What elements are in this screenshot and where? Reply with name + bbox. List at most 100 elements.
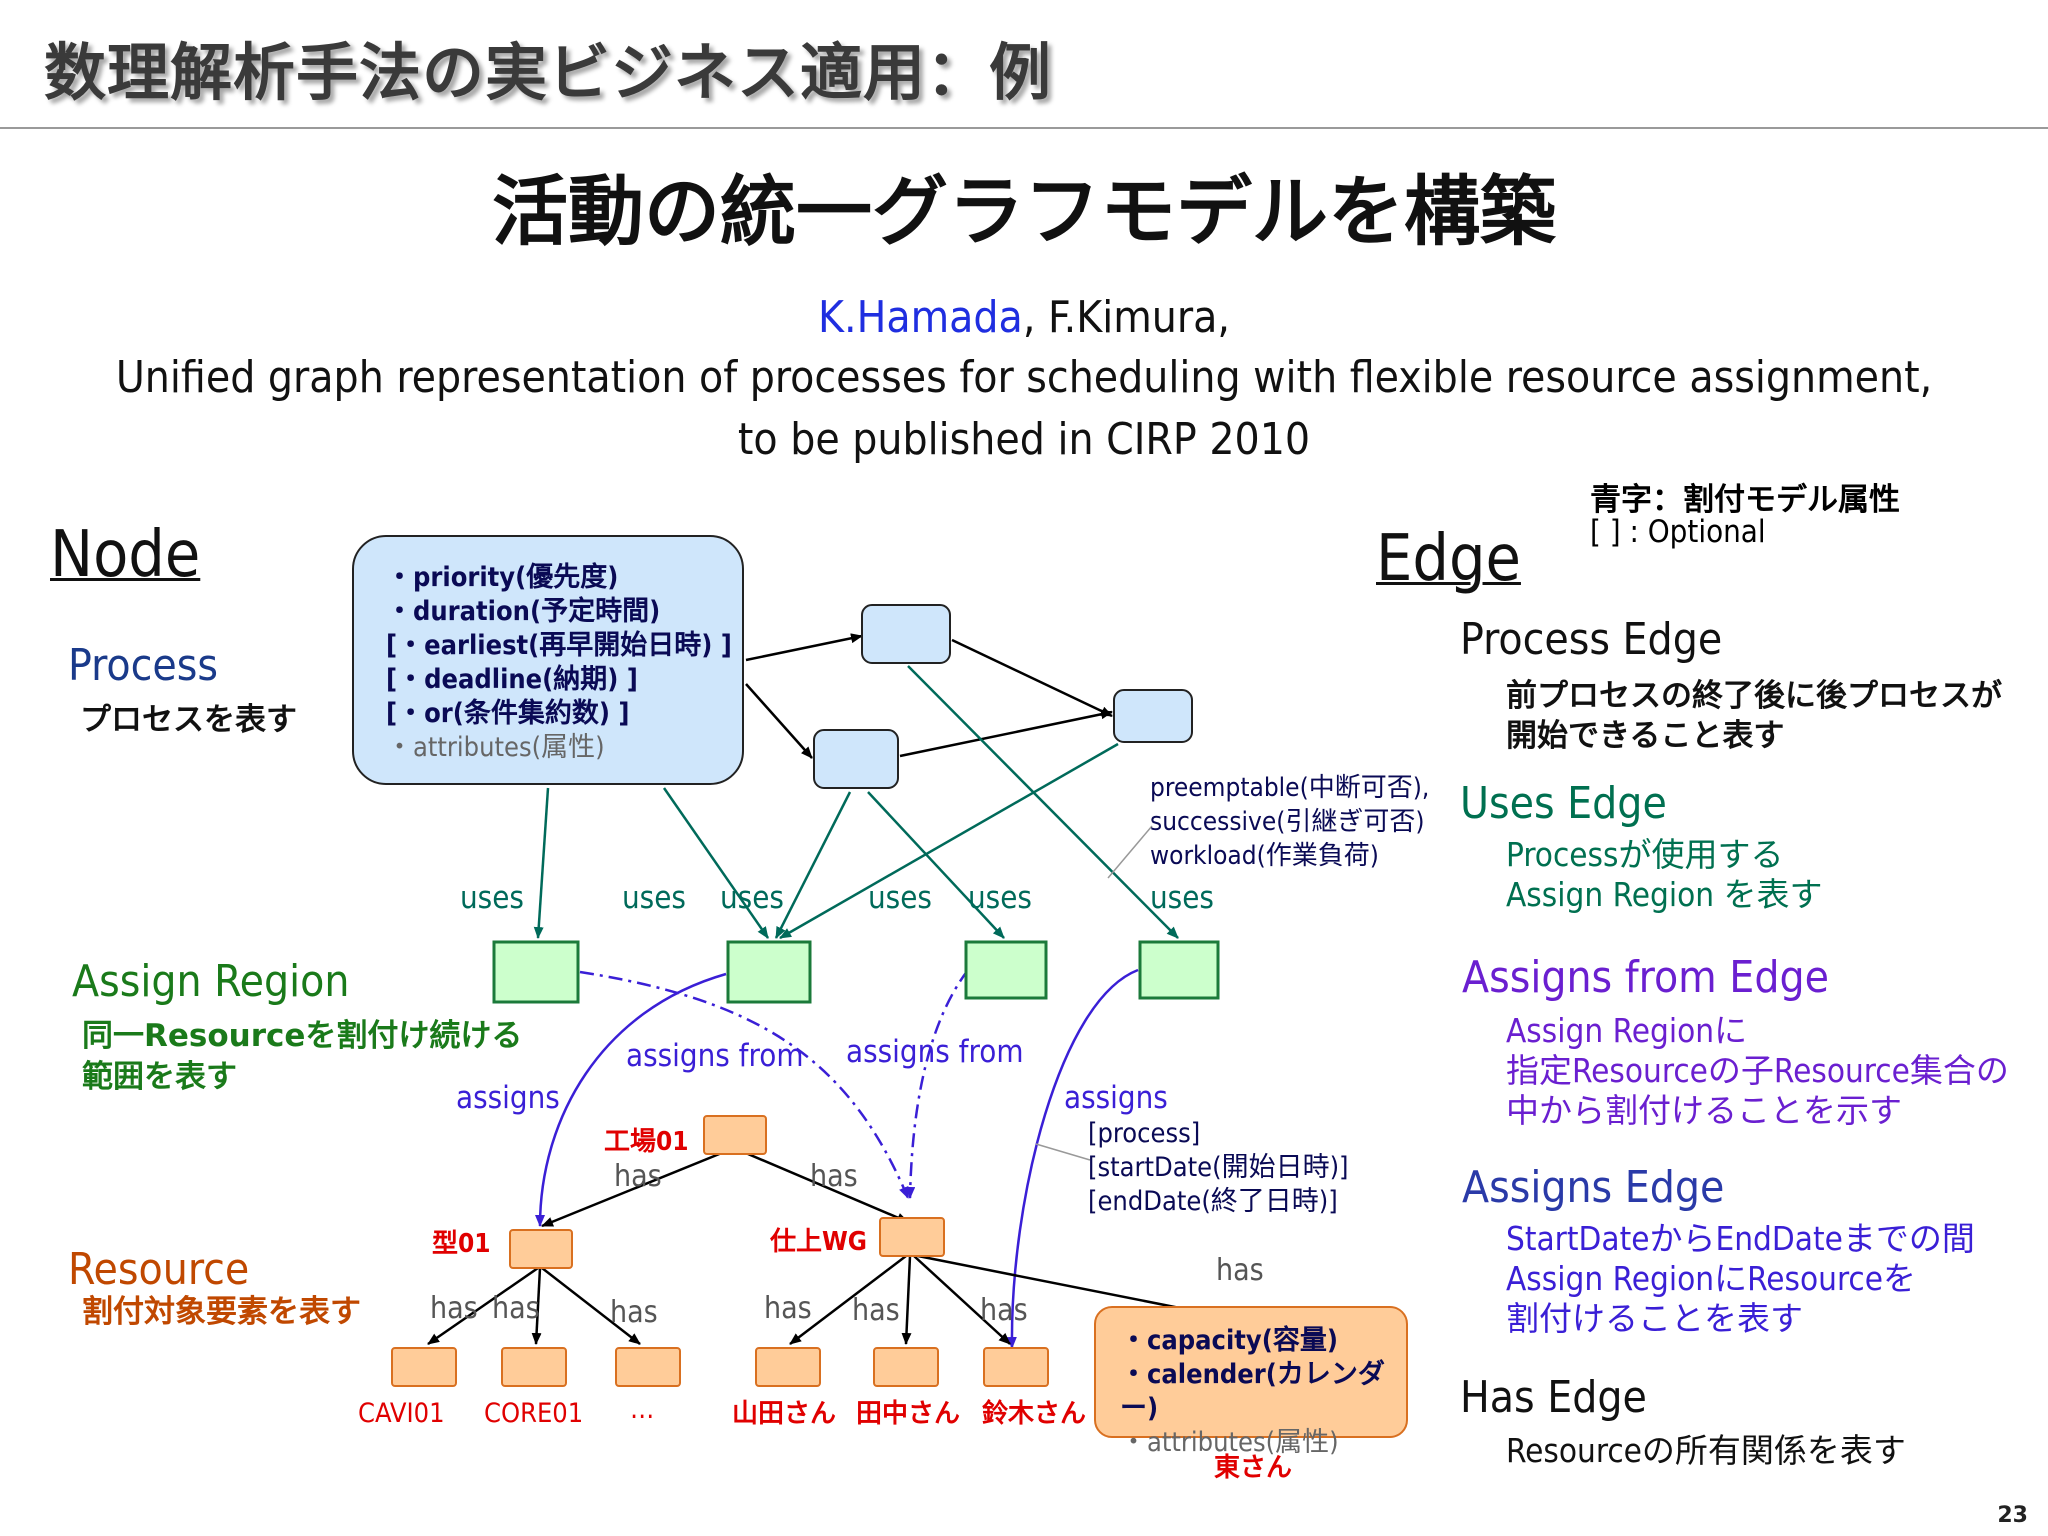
uses-edge: [907, 665, 1179, 939]
resource-label-finish-wg: 仕上WG: [769, 1227, 867, 1257]
resource-attr-attributes: ・attributes(属性): [1120, 1427, 1339, 1458]
author-rest: , F.Kimura,: [1022, 292, 1230, 343]
uses-attr-3: workload(作業負荷): [1150, 841, 1379, 871]
has-edge-title: Has Edge: [1460, 1372, 1647, 1423]
uses-label: uses: [1150, 880, 1214, 916]
page-number: 23: [1997, 1503, 2028, 1528]
resource-attr-capacity: ・capacity(容量): [1120, 1325, 1338, 1356]
has-edge: [789, 1255, 907, 1345]
assigns-edge: [535, 972, 727, 1227]
process-attr-priority: ・priority(優先度): [386, 562, 619, 593]
legend-blue-text: 青字：割付モデル属性: [1590, 482, 1900, 518]
has-edge: [913, 1255, 1011, 1345]
title-divider: [0, 127, 2048, 129]
has-label: has: [614, 1159, 662, 1194]
assigns-edge: [1006, 968, 1139, 1349]
resource-node-cavi: [391, 1347, 457, 1387]
has-edge: [427, 1266, 539, 1346]
legend-optional: [ ] : Optional: [1590, 514, 1766, 550]
uses-edge-title: Uses Edge: [1460, 778, 1667, 829]
uses-edge-desc-2: Assign Region を表す: [1506, 875, 1823, 914]
process-attr-earliest: [・earliest(再早開始日時) ]: [386, 630, 732, 661]
assign-region-node: [726, 940, 812, 1004]
process-title: Process: [68, 640, 218, 691]
has-edge: [733, 1146, 909, 1224]
process-attributes-box: ・priority(優先度) ・duration(予定時間) [・earlies…: [352, 535, 744, 785]
assigns-edge-desc-2: Assign RegionにResourceを: [1506, 1259, 1917, 1298]
uses-edge-desc-1: Processが使用する: [1506, 835, 1784, 874]
resource-attr-calender: ・calender(カレンダー): [1120, 1359, 1385, 1424]
assigns-edge-desc-3: 割付けることを表す: [1506, 1299, 1803, 1338]
assigns-from-edge-desc-1: Assign Regionに: [1506, 1011, 1748, 1050]
citation-authors: K.Hamada, F.Kimura,: [0, 292, 2048, 343]
assigns-from-edge-title: Assigns from Edge: [1462, 952, 1829, 1003]
assigns-attr-3: [endDate(終了日時)]: [1088, 1186, 1338, 1217]
has-label: has: [810, 1159, 858, 1194]
uses-edge: [662, 787, 770, 939]
assigns-from-label: assigns from: [626, 1038, 804, 1074]
resource-node-other: [615, 1347, 681, 1387]
assign-region-node: [492, 940, 580, 1004]
process-attr-duration: ・duration(予定時間): [386, 596, 661, 627]
process-attr-or: [・or(条件集約数) ]: [386, 698, 630, 729]
resource-node-mold: [509, 1229, 573, 1269]
has-label: has: [852, 1293, 900, 1328]
process-desc: プロセスを表す: [80, 702, 297, 738]
uses-label: uses: [720, 880, 784, 916]
has-label: has: [492, 1291, 540, 1326]
has-label: has: [610, 1295, 658, 1330]
process-node: [1113, 689, 1193, 743]
assigns-edge-title: Assigns Edge: [1462, 1162, 1725, 1213]
process-node: [813, 729, 899, 789]
uses-edge: [774, 791, 852, 939]
process-node: [861, 604, 951, 664]
process-edge: [745, 683, 813, 759]
has-edge: [901, 1255, 912, 1345]
resource-label-factory: 工場01: [604, 1127, 689, 1157]
has-edge-desc: Resourceの所有関係を表す: [1506, 1431, 1906, 1470]
resource-label-suzuki: 鈴木さん: [982, 1398, 1086, 1429]
assigns-from-edge: [905, 969, 969, 1199]
resource-attributes-box: ・capacity(容量) ・calender(カレンダー) ・attribut…: [1094, 1306, 1408, 1458]
resource-label-ellipsis: …: [630, 1394, 654, 1425]
process-edge-title: Process Edge: [1460, 614, 1723, 665]
process-edge: [745, 633, 863, 662]
resource-node-suzuki: [983, 1347, 1049, 1387]
process-edge: [951, 638, 1113, 718]
has-edge: [531, 1267, 542, 1345]
assigns-label: assigns: [1064, 1080, 1168, 1116]
resource-label-core: CORE01: [484, 1398, 583, 1429]
process-attr-attributes: ・attributes(属性): [386, 732, 605, 763]
edge-heading: Edge: [1376, 522, 1521, 596]
process-edge-desc-1: 前プロセスの終了後に後プロセスが: [1506, 678, 2002, 714]
resource-desc: 割付対象要素を表す: [82, 1294, 361, 1330]
process-edge-desc-2: 開始できること表す: [1506, 718, 1785, 754]
has-label: has: [1216, 1253, 1264, 1288]
resource-node-tanaka: [873, 1347, 939, 1387]
resource-node-finish-wg: [879, 1217, 945, 1257]
uses-attr-2: successive(引継ぎ可否): [1150, 807, 1425, 837]
assign-region-node: [964, 940, 1048, 1000]
resource-label-mold: 型01: [432, 1229, 491, 1259]
assign-region-title: Assign Region: [72, 956, 350, 1007]
uses-label: uses: [868, 880, 932, 916]
has-edge: [541, 1146, 735, 1228]
assigns-from-edge: [579, 970, 910, 1199]
node-heading: Node: [50, 518, 201, 592]
main-heading: 活動の統一グラフモデルを構築: [492, 167, 1556, 256]
has-label: has: [430, 1291, 478, 1326]
uses-label: uses: [622, 880, 686, 916]
assign-region-desc-2: 範囲を表す: [82, 1059, 237, 1095]
uses-edge: [779, 742, 1119, 940]
resource-title: Resource: [68, 1244, 250, 1295]
resource-node-yamada: [755, 1347, 821, 1387]
uses-edge: [867, 791, 1005, 939]
has-edge: [541, 1267, 641, 1345]
resource-label-tanaka: 田中さん: [856, 1399, 960, 1429]
resource-node-factory: [703, 1115, 767, 1155]
callout-leader: [1107, 825, 1153, 879]
resource-label-yamada: 山田さん: [732, 1399, 836, 1429]
uses-label: uses: [968, 880, 1032, 916]
resource-label-cavi: CAVI01: [358, 1398, 445, 1429]
